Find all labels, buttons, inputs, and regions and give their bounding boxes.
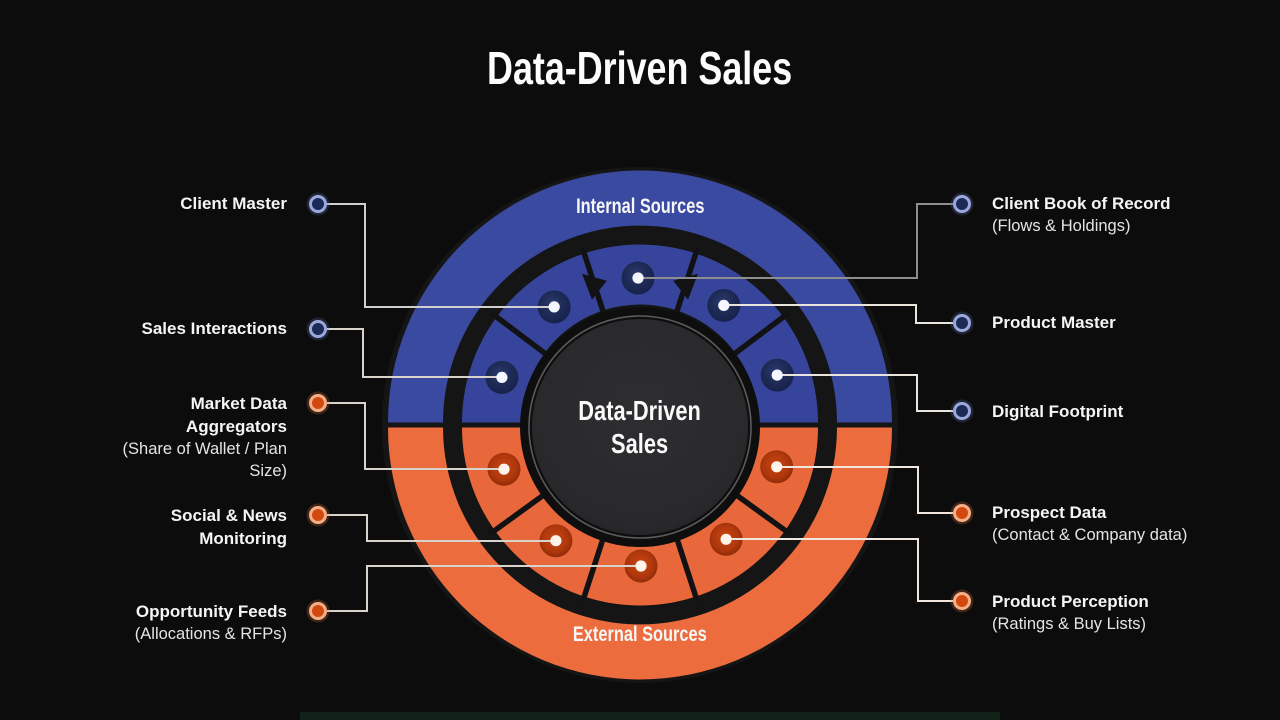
- label-market-data-aggregators: Market Data Aggregators (Share of Wallet…: [122, 394, 287, 480]
- internal-sources-arc-label: Internal Sources: [575, 195, 705, 218]
- label-bullets: [306, 192, 974, 623]
- connector-opportunity-feeds: [327, 565, 641, 612]
- bullet-market-data-aggregators: [306, 391, 330, 415]
- connectors: [327, 203, 953, 612]
- internal-nodes: [485, 261, 794, 394]
- bullet-digital-footprint: [950, 399, 974, 423]
- outer-ring: [388, 170, 892, 680]
- connector-digital-footprint: [777, 374, 953, 412]
- connector-product-master: [724, 304, 953, 324]
- node-center: [771, 369, 783, 381]
- node-center: [720, 533, 732, 545]
- bullet-client-book-of-record: [950, 192, 974, 216]
- label-product-master: Product Master: [992, 313, 1116, 332]
- divider: [671, 530, 701, 603]
- arrow-notch-left-icon: [582, 273, 607, 300]
- bullet-sales-interactions: [306, 317, 330, 341]
- hub-circle: [532, 319, 748, 535]
- connector-product-perception: [726, 538, 953, 602]
- arrow-notch-right-icon: [673, 273, 698, 300]
- connector-prospect-data: [777, 466, 953, 514]
- connector-client-master: [327, 203, 554, 308]
- bullet-client-master: [306, 192, 330, 216]
- bullet-product-perception: [950, 589, 974, 613]
- inner-ring-internal: [462, 244, 818, 423]
- connector-social-news-monitoring: [327, 514, 556, 542]
- bullet-product-master: [950, 311, 974, 335]
- node-center: [548, 301, 560, 313]
- label-social-news-monitoring: Social & News Monitoring: [170, 506, 287, 548]
- hub-outline: [528, 315, 752, 539]
- hub-label-line2: Sales: [611, 428, 669, 459]
- connector-client-book-of-record: [638, 203, 953, 279]
- label-client-book-of-record: Client Book of Record (Flows & Holdings): [992, 194, 1171, 235]
- bottom-accent-bar: [300, 712, 1000, 720]
- node-center: [771, 461, 783, 473]
- bullet-prospect-data: [950, 501, 974, 525]
- node-center: [632, 272, 644, 284]
- arrow-notches: [582, 273, 698, 300]
- hub-label-line1: Data-Driven: [578, 395, 702, 426]
- page-title-text: Data-Driven Sales: [487, 42, 793, 94]
- label-product-perception: Product Perception (Ratings & Buy Lists): [992, 592, 1149, 633]
- node-centers: [496, 272, 783, 572]
- node-center: [550, 535, 562, 547]
- divider: [727, 310, 791, 360]
- outer-ring-internal: [388, 170, 892, 423]
- connector-sales-interactions: [327, 328, 502, 378]
- bullet-social-news-monitoring: [306, 503, 330, 527]
- external-sources-arc-label: External Sources: [573, 623, 707, 646]
- label-digital-footprint: Digital Footprint: [992, 402, 1124, 421]
- label-opportunity-feeds: Opportunity Feeds (Allocations & RFPs): [134, 602, 287, 643]
- bullet-opportunity-feeds: [306, 599, 330, 623]
- hub-label: Data-Driven Sales: [520, 394, 760, 460]
- page-title: Data-Driven Sales: [0, 42, 1280, 94]
- node-center: [635, 560, 647, 572]
- hub: [520, 307, 760, 547]
- inner-ring: [462, 244, 818, 606]
- node-center: [496, 371, 508, 383]
- connector-market-data-aggregators: [327, 402, 504, 470]
- label-sales-interactions: Sales Interactions: [141, 319, 287, 338]
- label-prospect-data: Prospect Data (Contact & Company data): [992, 503, 1188, 544]
- divider: [487, 488, 552, 537]
- divider: [728, 488, 793, 537]
- node-center: [498, 463, 510, 475]
- node-center: [718, 299, 730, 311]
- label-client-master: Client Master: [180, 194, 287, 213]
- divider: [489, 310, 553, 360]
- outer-ring-external: [388, 427, 892, 680]
- inner-ring-external: [462, 427, 818, 606]
